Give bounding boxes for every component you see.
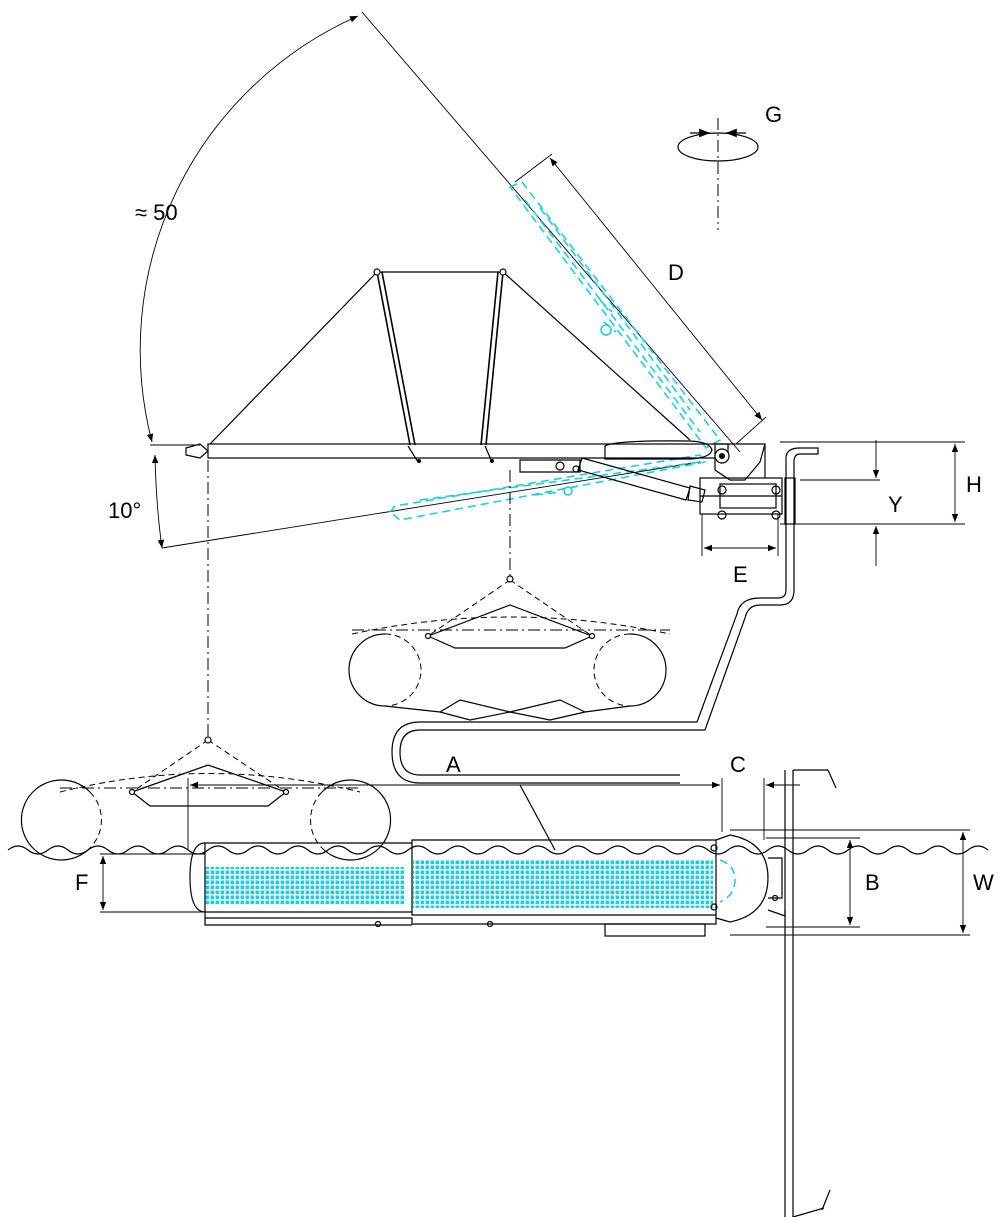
label-a: A: [446, 752, 461, 777]
label-c: C: [730, 752, 746, 777]
rotation-arrow-icon: [677, 118, 759, 230]
cover-grid-left: [205, 867, 405, 905]
label-f: F: [75, 870, 88, 895]
label-w: W: [973, 870, 994, 895]
plan-view: A C F B W: [75, 752, 994, 1217]
mounting-bracket: [519, 443, 783, 520]
label-e: E: [733, 562, 748, 587]
side-elevation: ≈ 50 10° G D E H Y: [7, 11, 989, 861]
boat-canopy: [209, 268, 691, 463]
lowered-arm-outline: [388, 454, 707, 521]
angle-arc-50: [139, 15, 359, 443]
cover-grid-right: [413, 860, 713, 908]
boat-on-water: [20, 736, 392, 861]
label-y: Y: [888, 492, 903, 517]
angle-arc-10: [151, 454, 165, 549]
label-h: H: [966, 472, 982, 497]
davit-arm: [185, 440, 729, 460]
lowered-angle-line: [161, 461, 701, 549]
dimension-d-line: [549, 157, 763, 421]
raised-angle-line: [361, 11, 741, 453]
water-surface: [7, 845, 989, 855]
label-d: D: [668, 260, 684, 285]
ship-hull: [391, 447, 819, 851]
label-angle-10: 10°: [108, 498, 141, 523]
boat-hanging-upper: [348, 575, 671, 721]
raised-arm-outline: [508, 181, 722, 450]
ship-wall-plan: [784, 769, 837, 1217]
label-angle-50: ≈ 50: [135, 200, 178, 225]
label-g: G: [765, 102, 782, 127]
label-b: B: [865, 870, 880, 895]
